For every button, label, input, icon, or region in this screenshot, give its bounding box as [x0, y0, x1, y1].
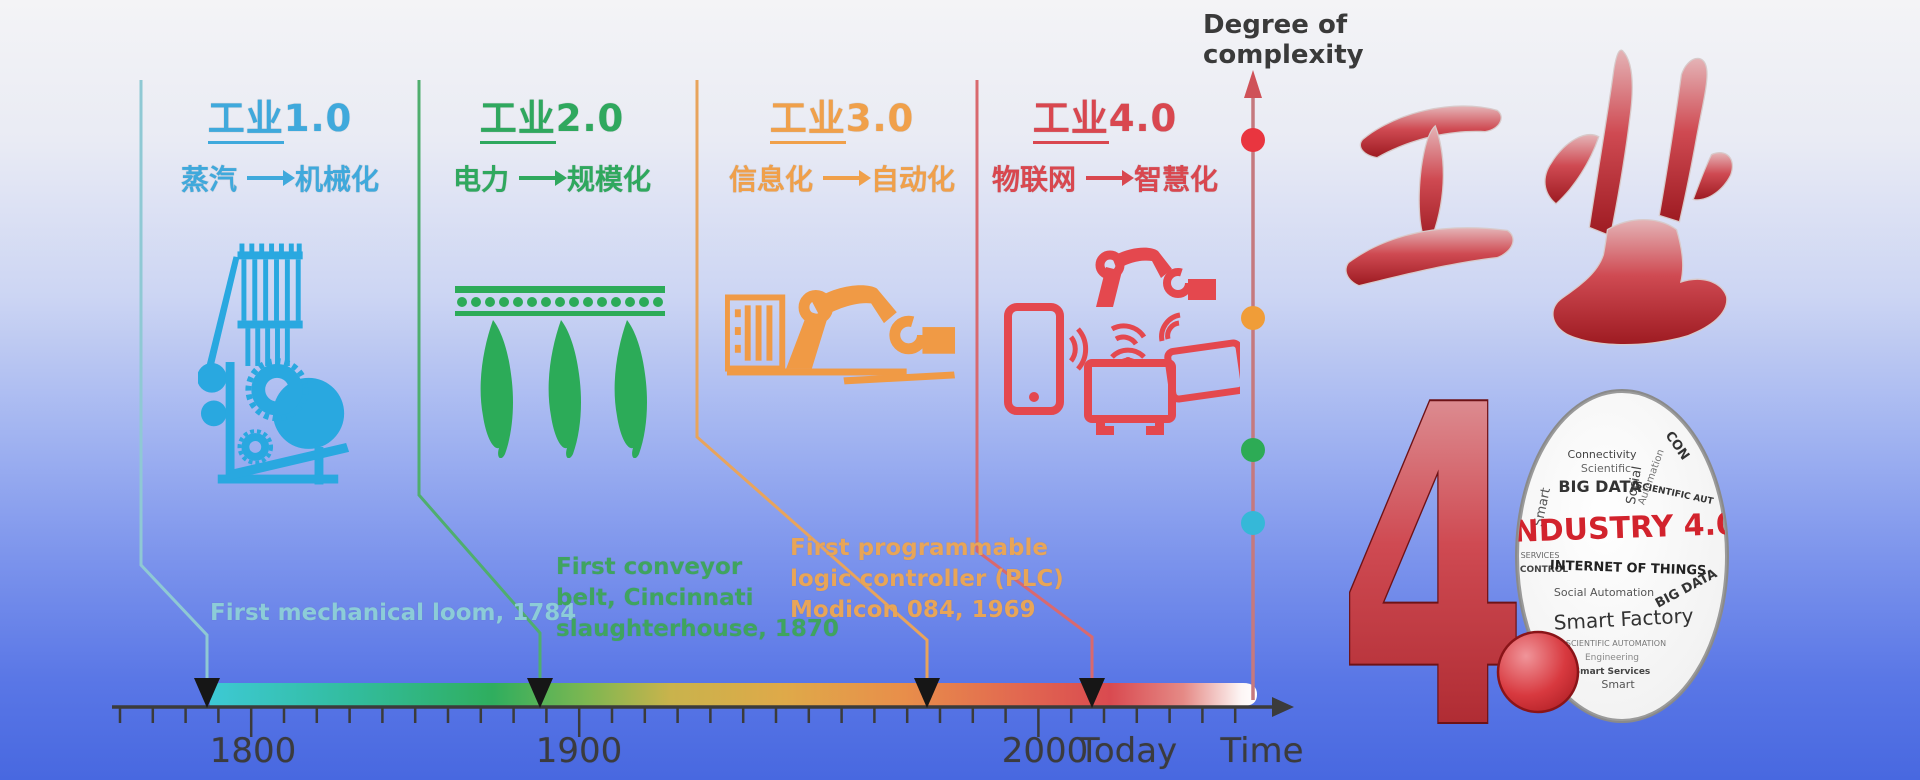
- era3-subtitle: 信息化 自动化: [692, 158, 992, 198]
- iot-network-icon: [1004, 247, 1240, 435]
- robot-arm-icon: [725, 285, 956, 385]
- big-four-period-dot: [1496, 630, 1580, 714]
- globe-word: Social: [1624, 465, 1645, 506]
- era2-connector-line: [417, 80, 542, 678]
- era3-version: 3.0: [845, 97, 915, 140]
- era1-title-zh: 工业: [207, 97, 284, 144]
- era4-connector-line: [975, 80, 1094, 678]
- globe-word: Social Automation: [1554, 586, 1654, 599]
- mechanical-loom-icon: [198, 243, 350, 485]
- marker-1784-icon: [194, 678, 220, 708]
- era1-arrow-icon: [247, 170, 295, 186]
- globe-word: INDUSTRY 4.0: [1512, 507, 1732, 550]
- era1-header: 工业1.0 蒸汽 机械化: [130, 88, 430, 198]
- globe-word: Scientific: [1581, 462, 1631, 475]
- era3-from-label: 信息化: [728, 163, 813, 196]
- big-four-digit: 4: [1338, 390, 1528, 740]
- big-four-point-zero: 4: [1336, 390, 1580, 740]
- timeline-gradient-bar: [210, 683, 1257, 706]
- era4-arrow-icon: [1086, 170, 1134, 186]
- calligraphy-gong-glyph: [1345, 105, 1514, 287]
- era1-from-label: 蒸汽: [180, 163, 237, 196]
- era1-title: 工业1.0: [130, 88, 430, 144]
- industry-2-dot: [1241, 438, 1265, 462]
- era3-title-zh: 工业: [769, 97, 846, 144]
- era2-from-label: 电力: [452, 163, 509, 196]
- era3-header: 工业3.0 信息化 自动化: [692, 88, 992, 198]
- era4-title: 工业4.0: [955, 88, 1255, 144]
- globe-word: BIG DATA: [1558, 477, 1642, 496]
- globe-word: INTERNET OF THINGS: [1550, 558, 1707, 578]
- era1-subtitle: 蒸汽 机械化: [130, 158, 430, 198]
- era1-connector-line: [139, 80, 209, 678]
- industry-4-dot: [1241, 128, 1265, 152]
- era2-title-zh: 工业: [479, 97, 556, 144]
- timeline-arrowhead-icon: [1272, 697, 1294, 717]
- complexity-arrowhead-icon: [1244, 70, 1262, 98]
- marker-today-icon: [1079, 678, 1105, 708]
- globe-word: SERVICES: [1521, 551, 1560, 560]
- marker-1870-icon: [527, 678, 553, 708]
- timeline-label-1800: 1800: [209, 731, 297, 771]
- globe-word: SCIENTIFIC AUTOMATION: [1566, 639, 1666, 648]
- era3-connector-line: [695, 80, 929, 678]
- era4-title-zh: 工业: [1032, 97, 1109, 144]
- era2-arrow-icon: [519, 170, 567, 186]
- era2-title: 工业2.0: [402, 88, 702, 144]
- era1-caption: First mechanical loom, 1784: [210, 600, 577, 626]
- era4-version: 4.0: [1108, 97, 1178, 140]
- era2-header: 工业2.0 电力 规模化: [402, 88, 702, 198]
- complexity-axis-dots: [1241, 128, 1265, 535]
- era2-caption: First conveyor belt, Cincinnati slaughte…: [556, 554, 839, 642]
- era2-to-label: 规模化: [567, 163, 652, 196]
- complexity-axis-label: Degree of complexity: [1203, 10, 1364, 70]
- globe-word: Smart Services: [1574, 667, 1651, 677]
- era3-title: 工业3.0: [692, 88, 992, 144]
- globe-word: Engineering: [1585, 653, 1639, 663]
- marker-1969-icon: [914, 678, 940, 708]
- timeline-label-today: Today: [1078, 731, 1178, 771]
- era3-to-label: 自动化: [871, 163, 956, 196]
- globe-word: CONTROL: [1520, 565, 1569, 575]
- timeline-label-time: Time: [1220, 731, 1304, 771]
- timeline-ticks: [118, 708, 1237, 737]
- era4-from-label: 物联网: [991, 163, 1076, 196]
- era3-caption: First programmable logic controller (PLC…: [790, 535, 1064, 623]
- globe-word: Smart: [1601, 678, 1635, 691]
- timeline-label-1900: 1900: [535, 731, 623, 771]
- industry-3-dot: [1241, 306, 1265, 330]
- era4-subtitle: 物联网 智慧化: [955, 158, 1255, 198]
- era4-header: 工业4.0 物联网 智慧化: [955, 88, 1255, 198]
- globe-word: Connectivity: [1568, 448, 1637, 461]
- globe-sphere: [1517, 391, 1727, 721]
- era1-version: 1.0: [283, 97, 353, 140]
- era3-arrow-icon: [823, 170, 871, 186]
- era1-to-label: 机械化: [295, 163, 380, 196]
- era2-version: 2.0: [555, 97, 625, 140]
- era2-subtitle: 电力 规模化: [402, 158, 702, 198]
- era4-to-label: 智慧化: [1134, 163, 1219, 196]
- timeline-event-markers: [194, 678, 1105, 708]
- industry-1-dot: [1241, 511, 1265, 535]
- calligraphy-ye-glyph: [1544, 49, 1733, 346]
- timeline-label-2000: 2000: [1001, 731, 1089, 771]
- conveyor-belt-icon: [455, 286, 665, 458]
